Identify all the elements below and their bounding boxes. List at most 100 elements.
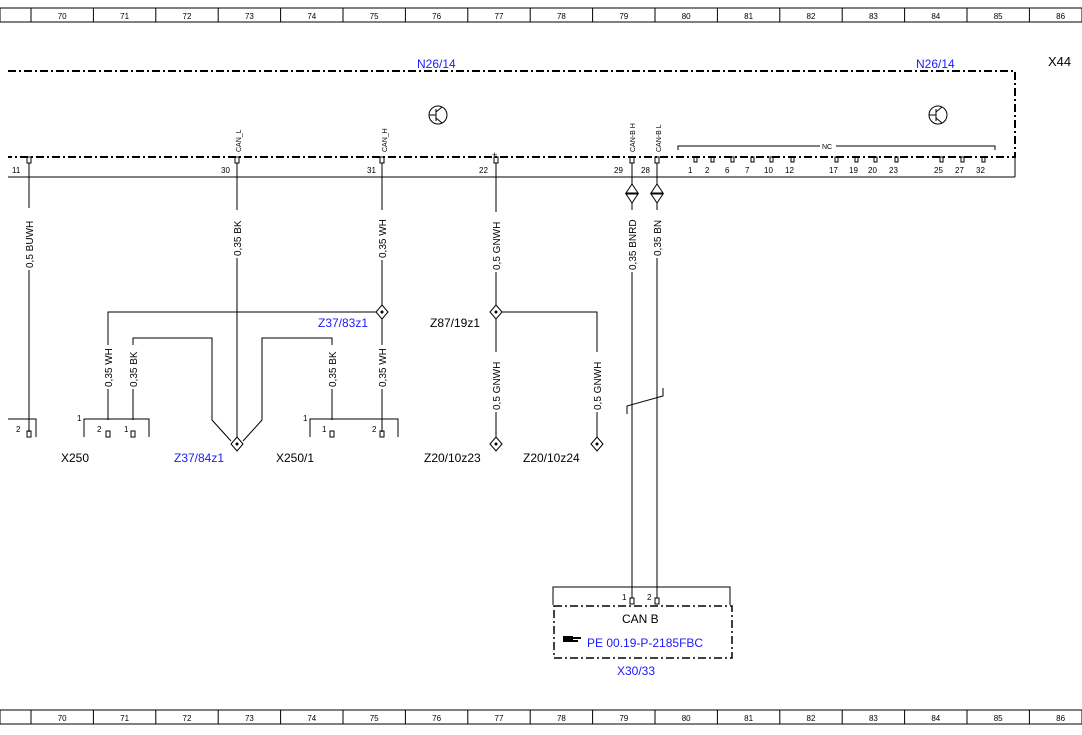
module-label-right[interactable]: N26/14 — [916, 57, 955, 71]
ruler-column-number: 70 — [58, 12, 67, 21]
svg-text:11: 11 — [12, 166, 21, 175]
connector-x250-1: 1 1 2 X250/1 — [276, 414, 399, 465]
svg-text:0,5 BUWH: 0,5 BUWH — [25, 221, 36, 268]
svg-text:NC: NC — [822, 144, 832, 151]
ruler-column-number: 86 — [1056, 12, 1065, 21]
splice-label-z20-10z23: Z20/10z23 — [424, 451, 481, 465]
connector-label-x30-33[interactable]: X30/33 — [617, 664, 655, 678]
ruler-column-number: 72 — [183, 714, 192, 723]
pointing-hand-icon — [563, 636, 581, 642]
svg-text:0,5 GNWH: 0,5 GNWH — [492, 362, 503, 410]
nc-pin-label: 23 — [889, 166, 898, 175]
svg-text:0,35 BK: 0,35 BK — [328, 351, 339, 387]
svg-text:0,5 GNWH: 0,5 GNWH — [593, 362, 604, 410]
ruler-column-number: 84 — [931, 714, 940, 723]
transistor-icon — [428, 105, 448, 125]
nc-pin-label: 19 — [849, 166, 858, 175]
ruler-column-number: 80 — [682, 714, 691, 723]
svg-text:CAN_H: CAN_H — [382, 128, 389, 152]
nc-pin-label: 20 — [868, 166, 877, 175]
ruler-column-number: 75 — [370, 12, 379, 21]
ruler-column-number: 81 — [744, 714, 753, 723]
svg-text:0,35 BNRD: 0,35 BNRD — [628, 219, 639, 270]
nc-pin-terminal — [693, 156, 698, 163]
nc-pin-label: 32 — [976, 166, 985, 175]
nc-pin-terminal — [960, 156, 965, 163]
ruler-column-number: 79 — [619, 12, 628, 21]
signal-labels: CAN_L CAN_H + CAN-B H CAN-B L — [236, 123, 663, 160]
connector-left-stub: 2 — [8, 418, 37, 438]
ruler-column-number: 74 — [307, 714, 316, 723]
nc-pin-label: 27 — [955, 166, 964, 175]
nc-pin-terminal — [730, 156, 735, 163]
splice-label-z87-19z1: Z87/19z1 — [430, 316, 480, 330]
connector-label-x250-1: X250/1 — [276, 451, 314, 465]
nc-pin-terminal — [710, 156, 715, 163]
svg-text:2: 2 — [16, 425, 21, 434]
svg-text:CAN-B L: CAN-B L — [656, 124, 663, 152]
svg-text:+: + — [492, 150, 497, 160]
ruler-column-number: 76 — [432, 12, 441, 21]
nc-pin-label: 6 — [725, 166, 730, 175]
svg-text:0,35 WH: 0,35 WH — [104, 348, 115, 387]
ruler-column-number: 85 — [994, 12, 1003, 21]
wire-runs — [28, 163, 664, 598]
can-b-box-label: CAN B — [622, 612, 659, 626]
ruler-column-number: 85 — [994, 714, 1003, 723]
svg-text:28: 28 — [641, 166, 650, 175]
svg-text:CAN_L: CAN_L — [236, 129, 243, 152]
ruler-column-number: 77 — [495, 12, 504, 21]
can-b-reference-link[interactable]: PE 00.19-P-2185FBC — [587, 636, 703, 650]
svg-text:1: 1 — [77, 414, 82, 423]
can-arrow-icon — [625, 183, 664, 204]
svg-text:0,35 WH: 0,35 WH — [378, 219, 389, 258]
module-label-left[interactable]: N26/14 — [417, 57, 456, 71]
svg-text:1: 1 — [124, 425, 129, 434]
nc-pin-terminal — [750, 156, 755, 163]
ruler-column-number: 86 — [1056, 714, 1065, 723]
svg-text:30: 30 — [221, 166, 230, 175]
transistor-icon — [928, 105, 948, 125]
svg-text:1: 1 — [322, 425, 327, 434]
svg-text:CAN-B H: CAN-B H — [630, 123, 637, 152]
svg-text:2: 2 — [647, 593, 652, 602]
ruler-column-number: 73 — [245, 714, 254, 723]
nc-pin-label: 1 — [688, 166, 693, 175]
nc-pin-terminal — [790, 156, 795, 163]
svg-text:2: 2 — [372, 425, 377, 434]
svg-text:31: 31 — [367, 166, 376, 175]
svg-text:0,35 BN: 0,35 BN — [653, 220, 664, 256]
nc-pin-terminal — [834, 156, 839, 163]
nc-pin-label: 25 — [934, 166, 943, 175]
svg-text:0,5 GNWH: 0,5 GNWH — [492, 222, 503, 270]
splice-icon — [230, 304, 604, 452]
nc-pin-label: 12 — [785, 166, 794, 175]
nc-pin-terminal — [894, 156, 899, 163]
svg-text:1: 1 — [303, 414, 308, 423]
connector-label-x250: X250 — [61, 451, 89, 465]
splice-label-z37-83z1[interactable]: Z37/83z1 — [318, 316, 368, 330]
nc-pin-terminal — [981, 156, 986, 163]
ruler-column-number: 71 — [120, 714, 129, 723]
ruler-column-number: 78 — [557, 12, 566, 21]
ruler-column-number: 84 — [931, 12, 940, 21]
ruler-column-number: 80 — [682, 12, 691, 21]
connector-x30-33: 1 2 CAN B PE 00.19-P-2185FBC X30/33 — [552, 586, 733, 678]
svg-text:29: 29 — [614, 166, 623, 175]
nc-bracket: NC — [677, 141, 996, 151]
connector-label-x44: X44 — [1048, 54, 1071, 69]
ruler-column-number: 82 — [807, 714, 816, 723]
ruler-column-number: 77 — [495, 714, 504, 723]
splice-label-z37-84z1[interactable]: Z37/84z1 — [174, 451, 224, 465]
svg-text:0,35 WH: 0,35 WH — [378, 348, 389, 387]
nc-pin-terminal — [873, 156, 878, 163]
svg-text:0,35 BK: 0,35 BK — [129, 351, 140, 387]
ruler-column-number: 74 — [307, 12, 316, 21]
ruler-column-number: 82 — [807, 12, 816, 21]
ruler-column-number: 76 — [432, 714, 441, 723]
module-n26-14: N26/14 N26/14 X44 NC — [8, 54, 1071, 178]
nc-pin-terminal — [854, 156, 859, 163]
